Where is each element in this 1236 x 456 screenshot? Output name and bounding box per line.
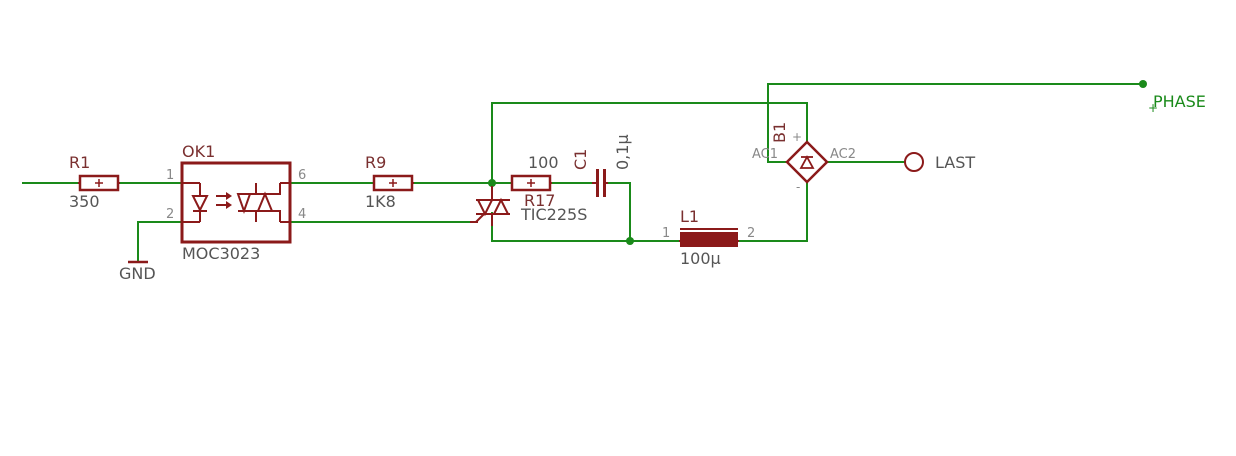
triac-value: TIC225S [520, 205, 587, 224]
r9-name: R9 [365, 153, 386, 172]
wire-phase [767, 83, 1143, 163]
wire-gnd [137, 221, 182, 262]
l1-pin1: 1 [662, 226, 670, 241]
wire-top-loop [491, 102, 808, 183]
gnd-label: GND [119, 264, 156, 283]
l1-value: 100µ [680, 249, 721, 268]
b1-ac2: AC2 [830, 147, 856, 162]
b1-ac1: AC1 [752, 147, 778, 162]
junction-dot [626, 237, 634, 245]
c1-value: 0,1µ [613, 134, 632, 170]
triac-tic225s[interactable] [470, 186, 510, 226]
resistor-r17[interactable] [510, 174, 552, 192]
last-label: LAST [935, 153, 975, 172]
r1-name: R1 [69, 153, 90, 172]
wires [22, 83, 1143, 262]
ok1-pin6: 6 [298, 168, 306, 183]
r1-value: 350 [69, 192, 100, 211]
bridge-rectifier-b1[interactable] [785, 140, 829, 184]
resistor-r1[interactable] [78, 174, 120, 192]
ok1-name: OK1 [182, 142, 215, 161]
ok1-pin4: 4 [298, 207, 306, 222]
capacitor-c1[interactable] [592, 169, 608, 197]
r17-name: R17 [524, 191, 555, 210]
junction-dot [1139, 80, 1147, 88]
l1-name: L1 [680, 207, 699, 226]
last-terminal-icon[interactable] [904, 152, 924, 172]
wire-c1-node [608, 182, 631, 241]
phase-label: PHASE [1153, 92, 1206, 111]
inductor-l1[interactable] [679, 228, 739, 247]
c1-name: C1 [571, 149, 590, 170]
ok1-pin1: 1 [166, 168, 174, 183]
junction-dot [488, 179, 496, 187]
r17-value: 100 [528, 153, 559, 172]
b1-plus: + [792, 130, 802, 144]
phase-cross-icon: + [1148, 101, 1158, 115]
l1-pin2: 2 [747, 226, 755, 241]
optocoupler-ok1[interactable] [180, 161, 292, 244]
resistor-r9[interactable] [372, 174, 414, 192]
wire-l1-bridge [739, 182, 808, 242]
ok1-value: MOC3023 [182, 244, 260, 263]
b1-name: B1 [770, 122, 789, 143]
ok1-pin2: 2 [166, 207, 174, 222]
r9-value: 1K8 [365, 192, 396, 211]
b1-minus: - [796, 180, 800, 194]
